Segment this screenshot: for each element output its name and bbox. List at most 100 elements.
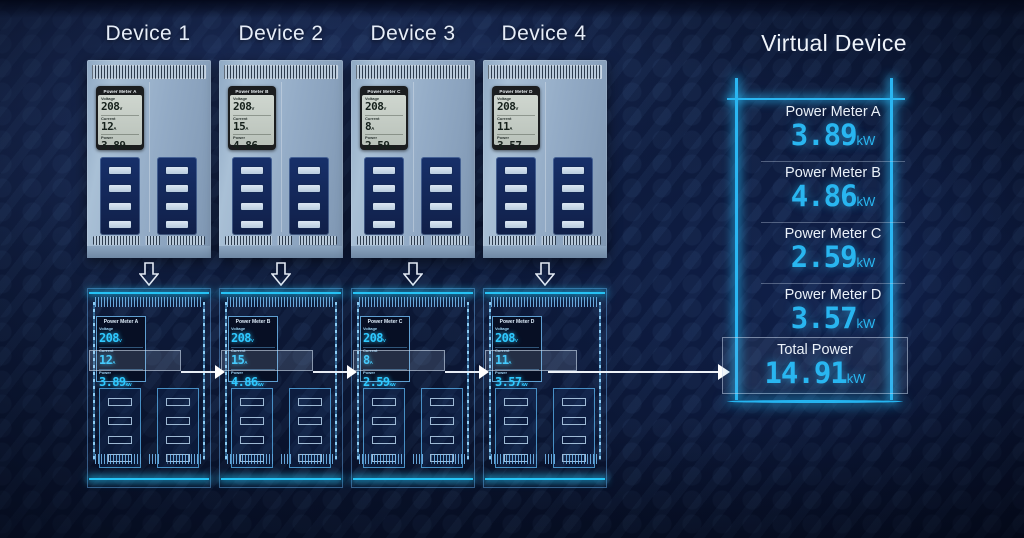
blueprint-device-2[interactable]: Power Meter B Voltage 208V Current 15A P… (219, 288, 343, 488)
physical-device-4[interactable]: Power Meter D Voltage 208V Current 11A P… (483, 60, 607, 258)
outlet-bank-left[interactable] (100, 157, 140, 235)
outlet-socket[interactable] (430, 167, 452, 174)
rack-rail-right (203, 302, 205, 460)
rack-outlet-socket[interactable] (430, 417, 454, 425)
rack-outlet-socket[interactable] (166, 436, 190, 444)
blueprint-device-4[interactable]: Power Meter D Voltage 208V Current 11A P… (483, 288, 607, 488)
blueprint-device-1[interactable]: Power Meter A Voltage 208V Current 12A P… (87, 288, 211, 488)
outlet-socket[interactable] (562, 185, 584, 192)
rack-voltage-value: 208V (99, 332, 143, 347)
rack-outlet-socket[interactable] (240, 436, 264, 444)
rack-outlet-socket[interactable] (372, 436, 396, 444)
outlet-socket[interactable] (166, 221, 188, 228)
outlet-socket[interactable] (505, 203, 527, 210)
rack-rail-right (599, 302, 601, 460)
outlet-socket[interactable] (373, 167, 395, 174)
rack-outlet-socket[interactable] (430, 398, 454, 406)
outlet-socket[interactable] (562, 221, 584, 228)
rack-outlet-socket[interactable] (108, 436, 132, 444)
rack-voltage-row: Voltage 208V (363, 326, 407, 348)
outlet-socket[interactable] (109, 203, 131, 210)
outlet-socket[interactable] (562, 203, 584, 210)
outlet-socket[interactable] (109, 185, 131, 192)
rack-power-unit: kW (521, 382, 528, 387)
outlet-socket[interactable] (241, 167, 263, 174)
rack-outlet-socket[interactable] (166, 417, 190, 425)
total-power-value: 14.91kW (722, 359, 908, 393)
outlet-bank-left[interactable] (496, 157, 536, 235)
virtual-meter-a[interactable]: Power Meter A 3.89kW (745, 100, 921, 161)
rack-outlet-socket[interactable] (430, 436, 454, 444)
outlet-socket[interactable] (241, 185, 263, 192)
outlet-socket[interactable] (373, 185, 395, 192)
outlet-bank-right[interactable] (421, 157, 461, 235)
outlet-socket[interactable] (298, 185, 320, 192)
outlet-socket[interactable] (109, 167, 131, 174)
device-4-lcd-meter: Power Meter D Voltage 208V Current 11A P… (492, 86, 540, 151)
lcd-current-label: Current (497, 115, 512, 121)
rack-outlet-socket[interactable] (504, 436, 528, 444)
device-base (483, 246, 607, 258)
rack-outlet-socket[interactable] (504, 417, 528, 425)
lcd-voltage-unit: V (515, 106, 518, 111)
outlet-socket[interactable] (373, 221, 395, 228)
outlet-socket[interactable] (241, 203, 263, 210)
outlet-socket[interactable] (430, 203, 452, 210)
outlet-socket[interactable] (241, 221, 263, 228)
outlet-socket[interactable] (166, 185, 188, 192)
outlet-socket[interactable] (373, 203, 395, 210)
virtual-meter-c[interactable]: Power Meter C 2.59kW (745, 222, 921, 283)
outlet-bank-left[interactable] (232, 157, 272, 235)
rack-outlet-socket[interactable] (166, 398, 190, 406)
outlet-socket[interactable] (505, 185, 527, 192)
physical-device-3[interactable]: Power Meter C Voltage 208V Current 8A Po… (351, 60, 475, 258)
blueprint-device-3[interactable]: Power Meter C Voltage 208V Current 8A Po… (351, 288, 475, 488)
outlet-bank-left[interactable] (364, 157, 404, 235)
rack-outlet-socket[interactable] (504, 398, 528, 406)
rack-outlet-socket[interactable] (298, 436, 322, 444)
virtual-meter-b[interactable]: Power Meter B 4.86kW (745, 161, 921, 222)
lcd-current-unit: A (371, 125, 374, 131)
rack-outlet-socket[interactable] (562, 436, 586, 444)
total-power-content: Total Power 14.91kW (722, 337, 908, 393)
outlet-socket[interactable] (298, 167, 320, 174)
outlet-socket[interactable] (166, 203, 188, 210)
outlet-bank-right[interactable] (157, 157, 197, 235)
outlet-socket[interactable] (430, 185, 452, 192)
physical-device-2[interactable]: Power Meter B Voltage 208V Current 15A P… (219, 60, 343, 258)
rack-outlet-socket[interactable] (372, 398, 396, 406)
outlet-socket[interactable] (109, 221, 131, 228)
lcd-voltage-value: 208V (101, 101, 139, 115)
physical-device-1[interactable]: Power Meter A Voltage 208V Current 12A P… (87, 60, 211, 258)
lcd-voltage-number: 208 (233, 100, 252, 113)
rack-top-glow (485, 292, 605, 294)
rack-voltage-row: Voltage 208V (495, 326, 539, 348)
outlet-socket[interactable] (562, 167, 584, 174)
rack-power-number: 2.59 (363, 375, 390, 389)
outlet-socket[interactable] (505, 221, 527, 228)
rack-power-value: 3.89kW (99, 376, 143, 391)
outlet-socket[interactable] (505, 167, 527, 174)
total-power-box[interactable]: Total Power 14.91kW (722, 337, 908, 394)
rack-outlet-socket[interactable] (562, 398, 586, 406)
virtual-meter-d[interactable]: Power Meter D 3.57kW (745, 283, 921, 344)
outlet-socket[interactable] (166, 167, 188, 174)
rack-outlet-socket[interactable] (298, 398, 322, 406)
lcd-power-row: Power 3.57kW (497, 135, 535, 154)
outlet-bank-right[interactable] (289, 157, 329, 235)
outlet-socket[interactable] (298, 221, 320, 228)
outlet-bank-right[interactable] (553, 157, 593, 235)
rack-outlet-socket[interactable] (562, 417, 586, 425)
rack-outlet-socket[interactable] (240, 398, 264, 406)
rack-outlet-socket[interactable] (108, 398, 132, 406)
virtual-meter-c-value: 2.59kW (745, 243, 921, 277)
rack-outlet-socket[interactable] (372, 417, 396, 425)
rack-top-glow (89, 292, 209, 294)
outlet-socket[interactable] (298, 203, 320, 210)
outlet-socket[interactable] (430, 221, 452, 228)
lcd-power-number: 3.89 (101, 139, 126, 152)
rack-outlet-socket[interactable] (108, 417, 132, 425)
rack-outlet-socket[interactable] (298, 417, 322, 425)
rack-outlet-socket[interactable] (240, 417, 264, 425)
